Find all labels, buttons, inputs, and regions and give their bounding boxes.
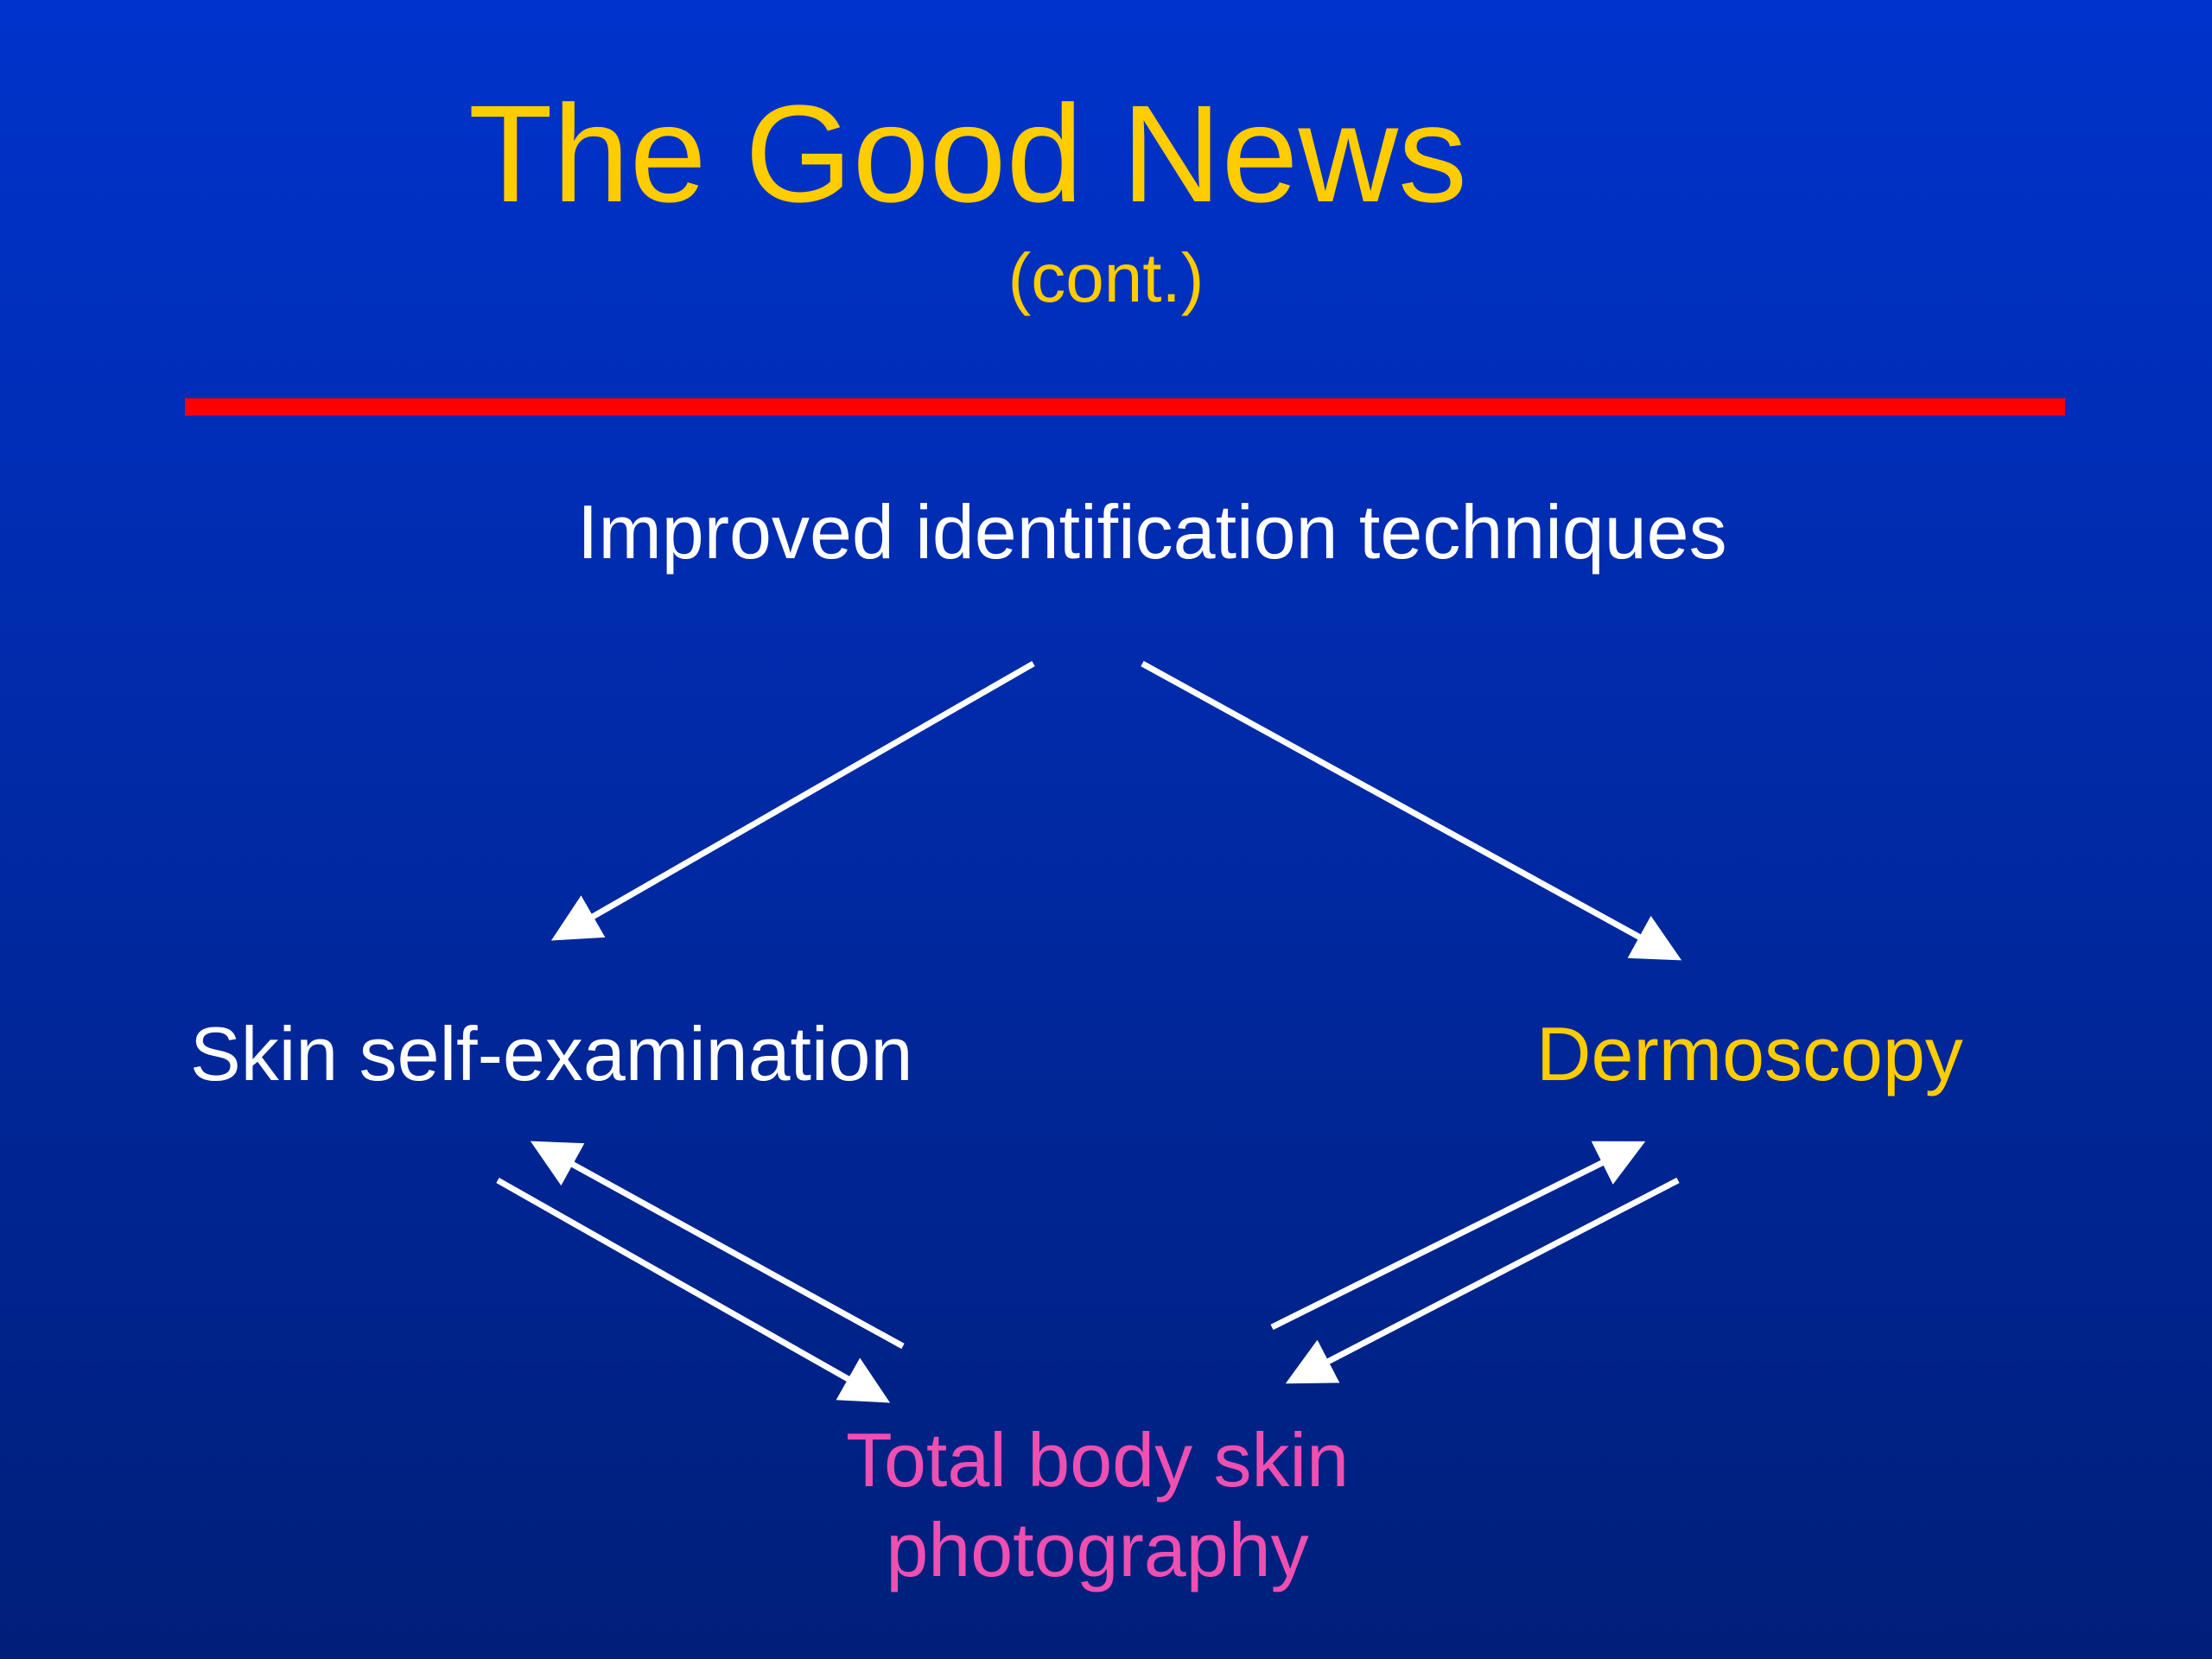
node-tbsp-line1: Total body skin (845, 1417, 1350, 1503)
title-divider (185, 398, 2065, 416)
slide-subtitle: (cont.) (1007, 239, 1205, 316)
arrow-root-to-derm (1141, 660, 1682, 961)
node-skin-self-examination: Skin self-examination (190, 1011, 913, 1096)
arrow-sse-to-tbsp (496, 1177, 891, 1403)
node-improved-identification: Improved identification techniques (577, 489, 1727, 575)
slide-title: The Good News (467, 76, 1468, 231)
arrow-root-to-sse (550, 660, 1035, 941)
arrow-tbsp-to-derm (1270, 1141, 1646, 1331)
arrow-tbsp-to-sse (530, 1141, 905, 1350)
node-total-body-skin-photography: Total body skin photography (760, 1415, 1434, 1595)
arrow-derm-to-tbsp (1285, 1177, 1680, 1384)
node-tbsp-line2: photography (886, 1507, 1309, 1592)
node-dermoscopy: Dermoscopy (1536, 1011, 1963, 1096)
